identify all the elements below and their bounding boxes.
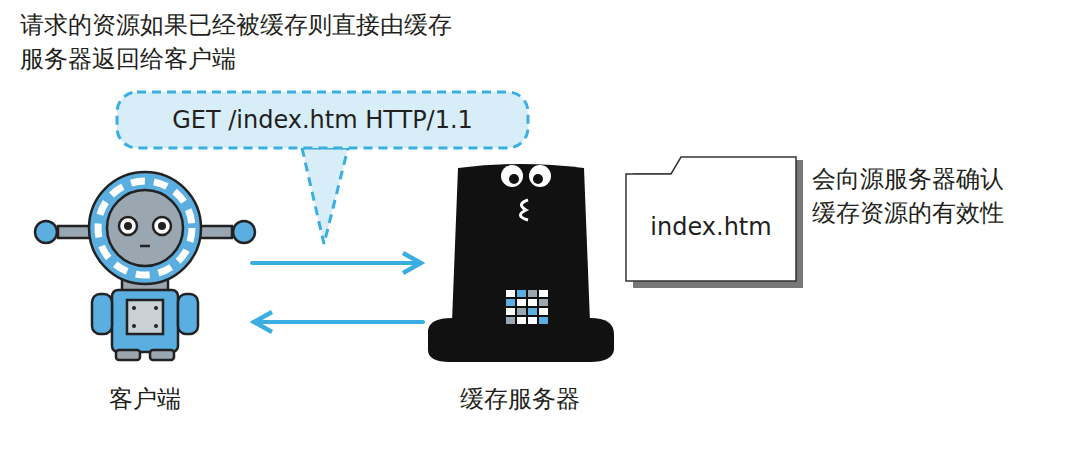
grid-cell (506, 290, 515, 297)
cached-file: index.htm (625, 155, 797, 282)
grid-cell (539, 299, 548, 306)
bubble-tail (302, 148, 348, 244)
flow-arrow (254, 320, 423, 324)
node-text: GET /index.htm HTTP/1.1 (172, 104, 473, 136)
grid-cell (517, 299, 526, 306)
client-node: 客户端 (40, 160, 250, 415)
grid-cell (517, 317, 526, 324)
node-text: 客户端 (109, 383, 181, 415)
cache-server-figure (428, 164, 614, 362)
grid-cell (528, 290, 537, 297)
request-bubble: GET /index.htm HTTP/1.1 (115, 90, 530, 150)
robot-client (35, 172, 255, 360)
grid-cell (528, 308, 537, 315)
grid-cell (539, 290, 548, 297)
node-text: 缓存服务器 (460, 383, 580, 415)
grid-cell (528, 317, 537, 324)
grid-cell (506, 308, 515, 315)
flow-arrow (252, 261, 421, 265)
grid-cell (539, 317, 548, 324)
grid-cell (506, 317, 515, 324)
grid-cell (517, 308, 526, 315)
note-text: 请求的资源如果已经被缓存则直接由缓存 服务器返回给客户端 (20, 8, 490, 76)
grid-cell (517, 290, 526, 297)
node-text: index.htm (650, 193, 771, 243)
grid-cell (506, 299, 515, 306)
cache-server-node: 缓存服务器 (425, 160, 615, 415)
note-text: 会向源服务器确认 缓存资源的有效性 (812, 162, 1074, 230)
grid-cell (539, 308, 548, 315)
grid-cell (528, 299, 537, 306)
